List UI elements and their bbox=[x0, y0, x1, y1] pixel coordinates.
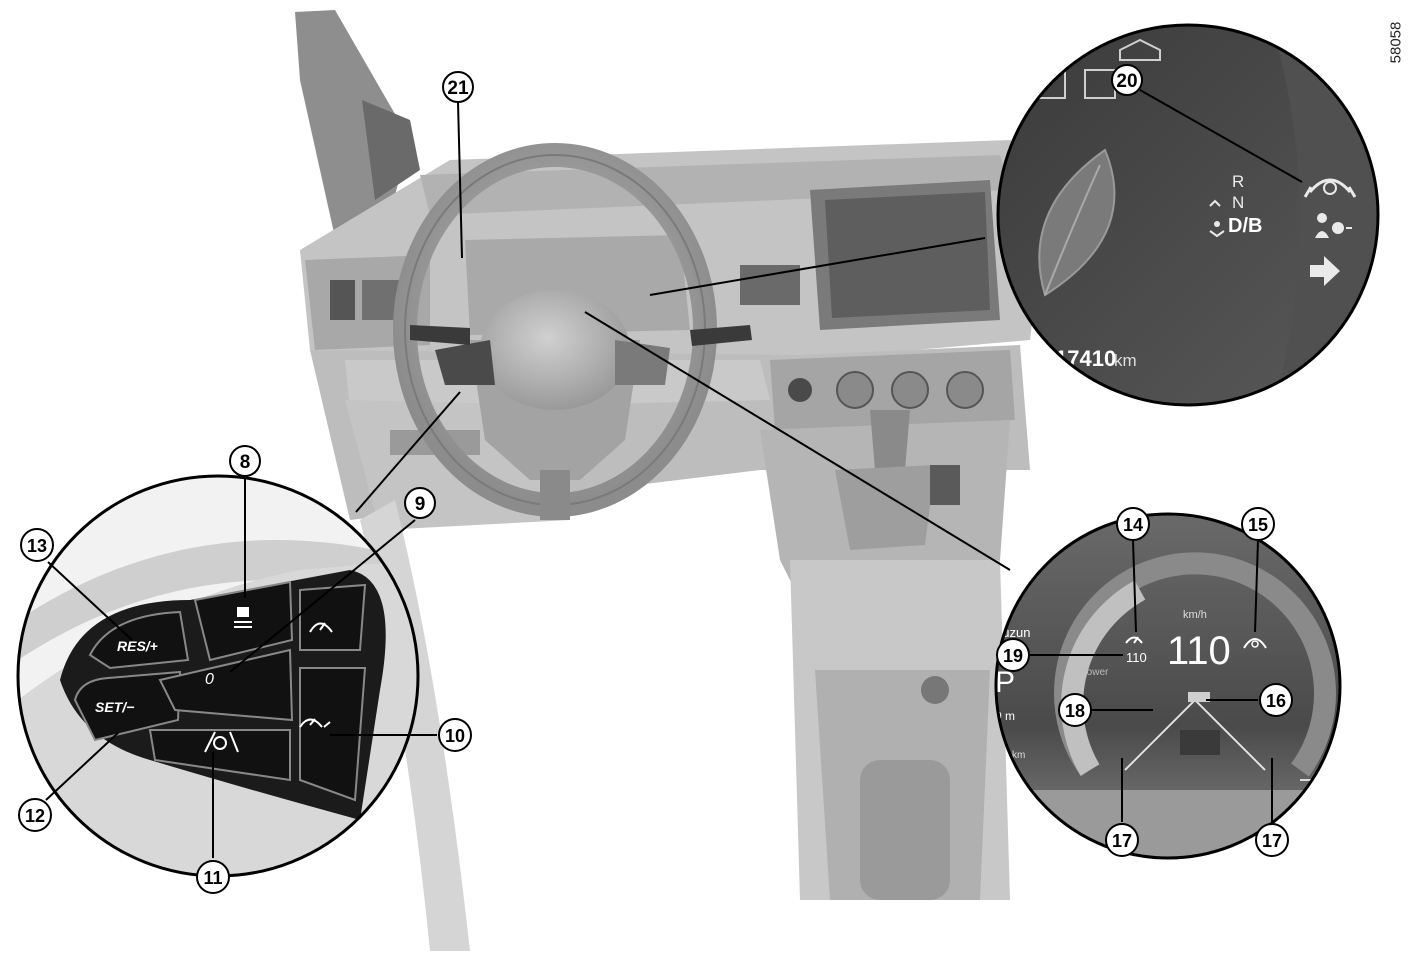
gear-lever bbox=[870, 410, 910, 470]
callout-14: 14 bbox=[1117, 508, 1149, 540]
set-minus-label: SET/− bbox=[95, 699, 134, 715]
svg-text:14: 14 bbox=[1123, 515, 1143, 535]
svg-text:19: 19 bbox=[1003, 646, 1023, 666]
svg-text:16: 16 bbox=[1266, 691, 1286, 711]
gear-db-text: D/B bbox=[1228, 215, 1262, 237]
callout-20: 20 bbox=[1112, 65, 1142, 95]
callout-9: 9 bbox=[405, 488, 435, 518]
centre-screen bbox=[825, 192, 990, 318]
callout-12: 12 bbox=[19, 799, 51, 831]
svg-text:21: 21 bbox=[447, 78, 469, 99]
console-socket bbox=[921, 676, 949, 704]
odometer-unit: km bbox=[1114, 351, 1137, 370]
gear-n-text: N bbox=[1232, 193, 1244, 212]
cluster-power-label: Power bbox=[1080, 667, 1109, 678]
callout-16: 16 bbox=[1260, 684, 1292, 716]
steering-column bbox=[540, 470, 570, 520]
speed-limiter-set-button[interactable] bbox=[300, 585, 365, 650]
svg-text:17: 17 bbox=[1112, 831, 1132, 851]
callout-13: 13 bbox=[21, 529, 53, 561]
svg-text:18: 18 bbox=[1065, 701, 1085, 721]
zoom-display-panel: R N D/B 17410 km bbox=[990, 20, 1400, 420]
zoom-speedometer-panel: km/h 110 110 auzun Power P 0 m km 6 bbox=[990, 510, 1350, 870]
cup-holder bbox=[860, 760, 950, 900]
bar-graph-icon bbox=[1014, 572, 1024, 584]
left-vent-a bbox=[330, 280, 355, 320]
climate-knob-left bbox=[788, 378, 812, 402]
console-switches bbox=[930, 465, 960, 505]
cluster-partial-right: 6 bbox=[1328, 774, 1335, 788]
svg-text:11: 11 bbox=[203, 868, 222, 888]
svg-text:20: 20 bbox=[1116, 71, 1137, 92]
svg-text:17: 17 bbox=[1262, 831, 1282, 851]
gear-r-text: R bbox=[1232, 172, 1244, 191]
svg-text:9: 9 bbox=[415, 494, 426, 515]
callout-8: 8 bbox=[230, 446, 260, 476]
gear-dot-icon bbox=[1214, 221, 1220, 227]
callout-17b: 17 bbox=[1256, 824, 1288, 856]
callout-15: 15 bbox=[1242, 508, 1274, 540]
gear-surround bbox=[835, 465, 935, 550]
callout-19: 19 bbox=[997, 639, 1029, 671]
callout-18: 18 bbox=[1059, 694, 1091, 726]
speed-value: 110 bbox=[1167, 629, 1231, 673]
climate-knob-2 bbox=[892, 372, 928, 408]
dashboard-background bbox=[295, 10, 1050, 951]
climate-knob-3 bbox=[947, 372, 983, 408]
zero-label: 0 bbox=[205, 671, 214, 688]
svg-text:8: 8 bbox=[240, 452, 251, 473]
callout-10: 10 bbox=[439, 719, 471, 751]
wheel-hub bbox=[480, 290, 630, 410]
callout-21: 21 bbox=[443, 72, 473, 102]
svg-text:15: 15 bbox=[1248, 515, 1268, 535]
callout-11: 11 bbox=[197, 861, 229, 893]
own-vehicle-icon bbox=[1180, 730, 1220, 755]
svg-text:13: 13 bbox=[27, 536, 47, 556]
svg-text:12: 12 bbox=[25, 806, 45, 826]
speed-limit-value: 110 bbox=[1126, 650, 1147, 665]
zoom-wheel-switches: RES/+ SET/− 0 bbox=[18, 476, 418, 880]
res-plus-label: RES/+ bbox=[117, 638, 158, 654]
svg-text:10: 10 bbox=[445, 726, 465, 746]
callout-17a: 17 bbox=[1106, 824, 1138, 856]
reference-code: 58058 bbox=[1395, 12, 1415, 72]
climate-knob-1 bbox=[837, 372, 873, 408]
speed-unit: km/h bbox=[1183, 609, 1207, 621]
reference-code-text: 58058 bbox=[1387, 22, 1404, 64]
